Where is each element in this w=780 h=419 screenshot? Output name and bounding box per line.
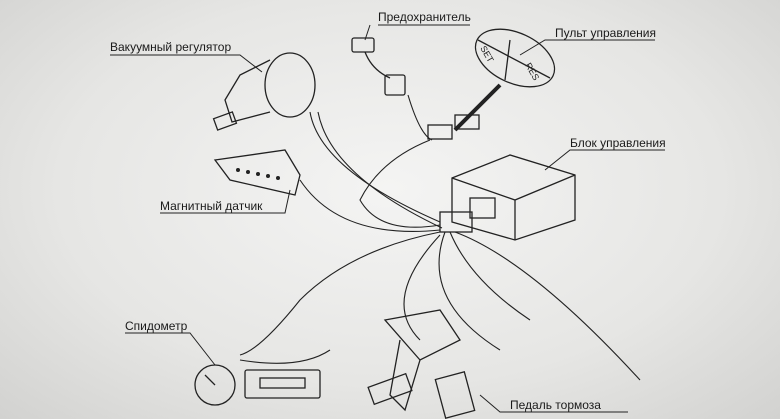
speedometer-drawing — [194, 364, 236, 406]
remote-control-drawing: SET RES — [453, 28, 556, 132]
main-connector — [439, 211, 473, 233]
vacuum-regulator-drawing — [212, 52, 316, 131]
label-control-unit: Блок управления — [570, 136, 666, 150]
connector — [427, 124, 453, 140]
leader-lines — [110, 24, 665, 413]
label-magnetic-sensor: Магнитный датчик — [160, 199, 263, 213]
label-speedometer: Спидометр — [125, 319, 188, 333]
wiring-harness — [239, 94, 641, 381]
label-remote: Пульт управления — [555, 26, 656, 40]
remote-res-label: RES — [523, 61, 541, 82]
label-vacuum-regulator: Вакуумный регулятор — [110, 40, 232, 54]
pedals-drawing — [367, 309, 476, 419]
magnetic-sensor-drawing — [213, 149, 301, 196]
radio-drawing — [244, 369, 321, 399]
control-unit-drawing — [451, 154, 576, 241]
connector — [454, 114, 480, 130]
label-brake-pedal: Педаль тормоза — [510, 398, 601, 412]
fuse-drawing — [351, 37, 406, 96]
label-fuse: Предохранитель — [378, 10, 471, 24]
